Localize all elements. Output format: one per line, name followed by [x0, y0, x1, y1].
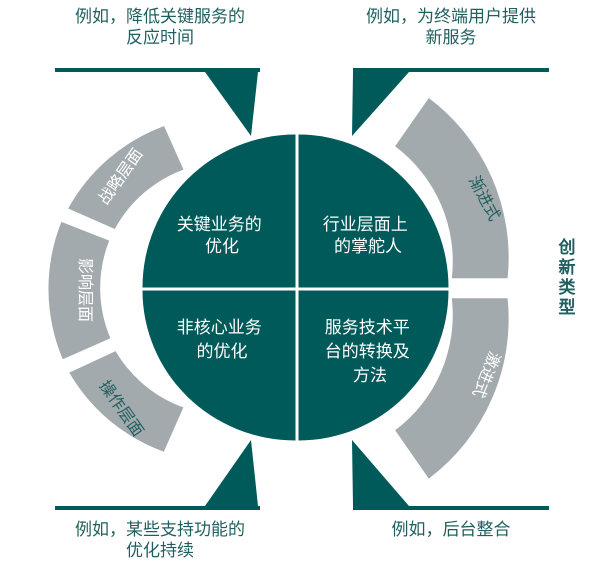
quadrant-top-left: [142, 134, 296, 288]
left-arc-impact-label: 影响层面: [76, 258, 95, 322]
quadrant-bottom-right-label: 服务技术平 台的转换及 方法: [325, 318, 415, 386]
callout-bottom-right: 例如，后台整合: [336, 520, 566, 541]
callout-bottom-left-line-1: 例如，某些支持功能的: [75, 520, 245, 540]
center-circle: [142, 134, 449, 441]
right-arc-incremental: [395, 98, 509, 279]
right-arc-radical: [395, 298, 509, 479]
left-arc-operational: [69, 351, 184, 452]
innovation-type-char-2: 新: [558, 258, 576, 278]
innovation-type-char-1: 创: [558, 238, 576, 258]
innovation-type-char-3: 类: [558, 278, 576, 298]
left-arc-impact: [48, 221, 111, 360]
top-left-callout-pointer: [55, 68, 260, 136]
bottom-right-callout-pointer: [352, 440, 549, 510]
quadrant-bottom-right: [298, 290, 449, 441]
callout-top-left: 例如，降低关键服务的 反应时间: [45, 7, 275, 49]
callout-top-right: 例如，为终端用户提供 新服务: [336, 7, 566, 49]
callout-top-right-line-1: 例如，为终端用户提供: [366, 7, 536, 27]
quadrant-bottom-left-label: 非核心业务 的优化: [177, 318, 267, 362]
quadrant-top-right-label: 行业层面上 的掌舵人: [323, 215, 413, 257]
bottom-left-callout-pointer: [55, 440, 260, 510]
quadrant-top-left-label: 关键业务的 优化: [177, 215, 267, 257]
quadrant-bottom-left: [142, 290, 296, 441]
callout-bottom-right-line-1: 例如，后台整合: [391, 520, 511, 540]
callout-top-left-line-1: 例如，降低关键服务的: [75, 7, 245, 27]
top-right-callout-pointer: [352, 68, 549, 136]
callout-bottom-left: 例如，某些支持功能的 优化持续: [45, 520, 275, 562]
innovation-type-char-4: 型: [558, 298, 576, 318]
innovation-type-label: 创 新 类 型: [556, 238, 578, 318]
callout-top-right-line-2: 新服务: [425, 28, 477, 48]
left-arc-strategic: [68, 126, 184, 229]
callout-top-left-line-2: 反应时间: [126, 28, 194, 48]
callout-bottom-left-line-2: 优化持续: [126, 541, 194, 561]
quadrant-top-right: [298, 134, 449, 288]
